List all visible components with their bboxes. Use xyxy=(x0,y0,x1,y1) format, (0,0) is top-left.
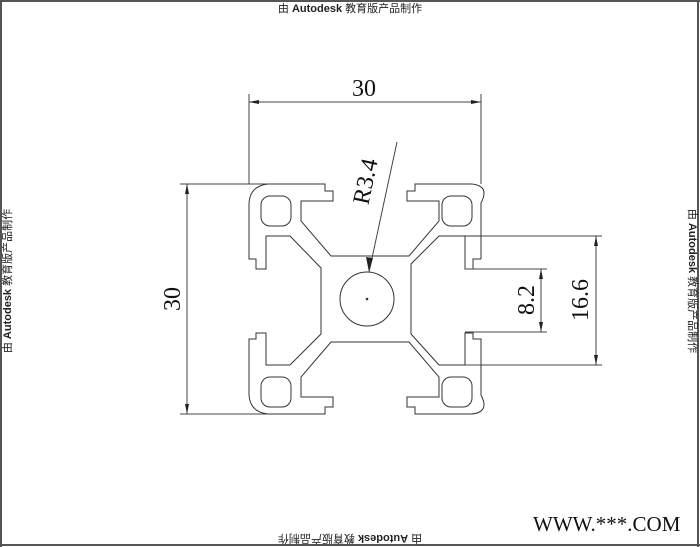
dim-radius-label: R3.4 xyxy=(349,156,384,206)
watermark-brand: Autodesk xyxy=(2,288,14,340)
watermark-prefix: 由 xyxy=(411,532,423,544)
watermark-brand: Autodesk xyxy=(357,532,409,544)
dim-slot-label: 8.2 xyxy=(514,285,540,315)
watermark-suffix: 教育版产品制作 xyxy=(277,532,355,544)
watermark-top: 由 Autodesk 教育版产品制作 xyxy=(0,0,700,16)
watermark-brand: Autodesk xyxy=(291,3,343,15)
extrusion-profile xyxy=(248,183,485,415)
dim-height-label: 30 xyxy=(160,287,186,311)
watermark-right: 由 Autodesk 教育版产品制作 xyxy=(685,181,700,381)
watermark-prefix: 由 xyxy=(2,342,14,354)
watermark-suffix: 教育版产品制作 xyxy=(345,3,423,15)
watermark-suffix: 教育版产品制作 xyxy=(2,208,14,286)
dim-span-label: 16.6 xyxy=(568,279,594,321)
watermark-left: 由 Autodesk 教育版产品制作 xyxy=(0,181,15,381)
dim-width-label: 30 xyxy=(352,76,376,102)
watermark-brand: Autodesk xyxy=(686,222,698,274)
watermark-suffix: 教育版产品制作 xyxy=(686,276,698,354)
dimension-lines xyxy=(180,94,602,415)
site-label: WWW.***.COM xyxy=(533,512,681,536)
watermark-prefix: 由 xyxy=(686,208,698,220)
watermark-prefix: 由 xyxy=(277,3,289,15)
